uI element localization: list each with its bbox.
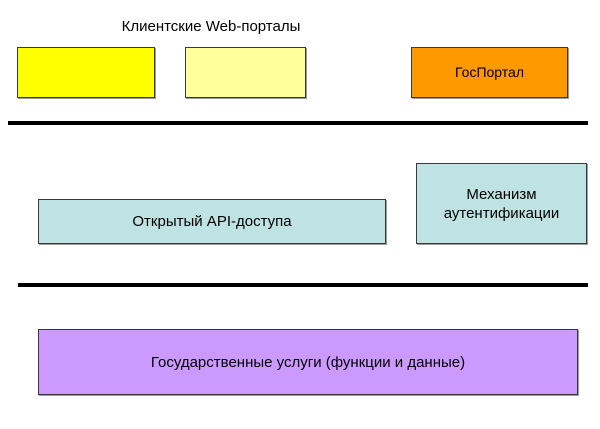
auth-label-line-1: Механизм [466, 185, 537, 203]
gov-services-box: Государственные услуги (функции и данные… [38, 329, 578, 395]
client-portal-box-light-yellow [185, 47, 306, 98]
gosportal-box: ГосПортал [411, 47, 568, 98]
auth-mechanism-box: Механизм аутентификации [416, 163, 587, 244]
layer-divider-top [8, 121, 588, 125]
open-api-box: Открытый API-доступа [38, 199, 386, 244]
gov-services-label: Государственные услуги (функции и данные… [150, 353, 466, 371]
auth-label-line-2: аутентификации [443, 204, 560, 222]
gosportal-label: ГосПортал [455, 64, 524, 80]
layer-divider-bottom [18, 283, 588, 287]
client-portal-box-yellow [17, 47, 155, 98]
portals-title: Клиентские Web-порталы [121, 18, 301, 35]
open-api-label: Открытый API-доступа [132, 213, 292, 230]
